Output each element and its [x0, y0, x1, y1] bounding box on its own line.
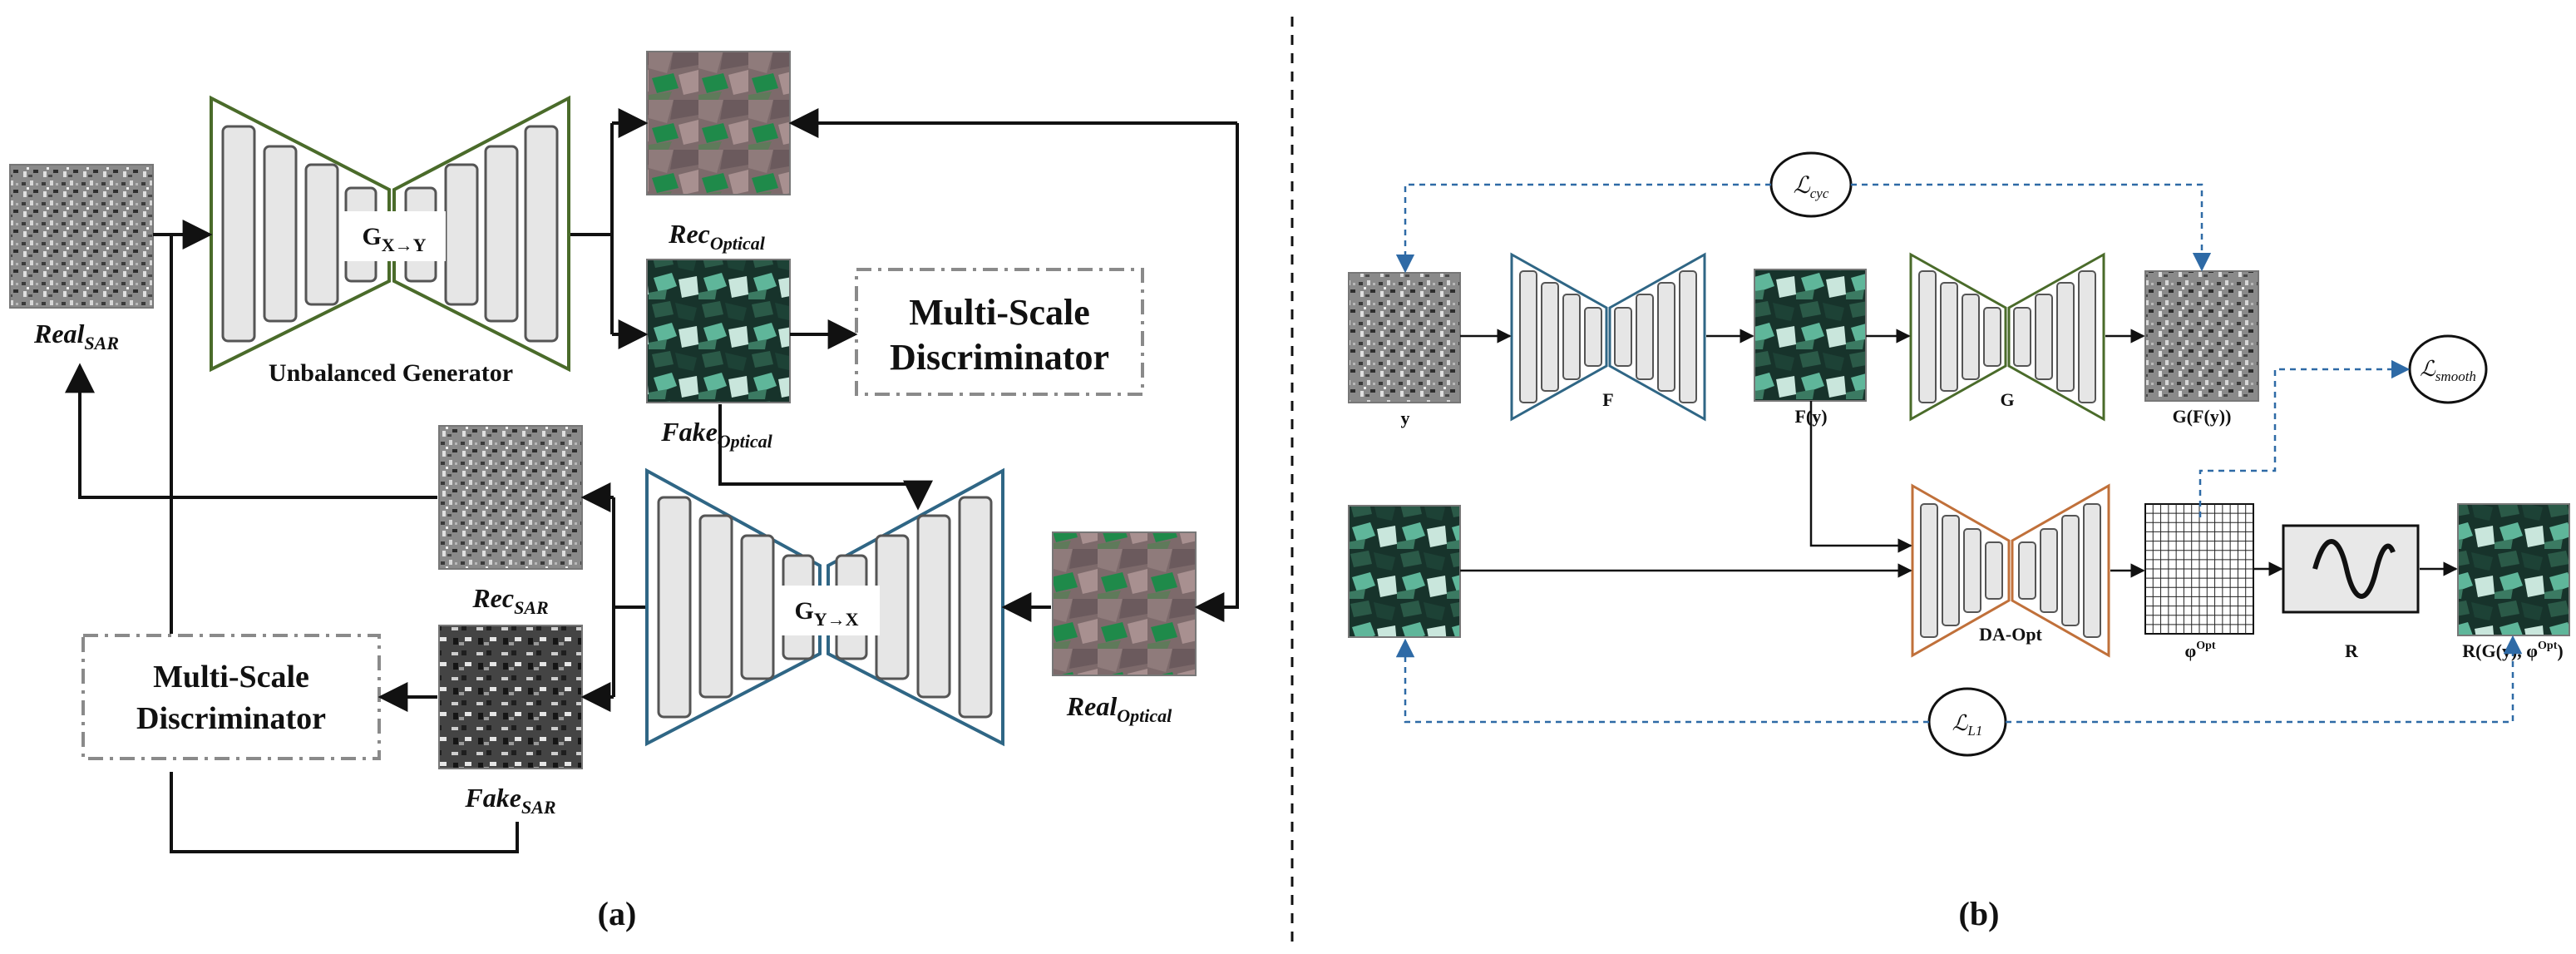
real-optical-label: RealOptical	[1066, 691, 1172, 726]
loss-cyc-circle	[1769, 151, 1853, 218]
rec-optical-label: RecOptical	[668, 219, 766, 254]
unbalanced-generator-label: Unbalanced Generator	[269, 359, 513, 387]
phi-grid	[2144, 503, 2254, 635]
y-image	[1348, 272, 1461, 403]
phi-label: φOpt	[2184, 640, 2215, 661]
fake-optical-label: FakeOptical	[660, 417, 772, 452]
loss-cyc-label: ℒcyc	[1794, 173, 1829, 201]
real-sar-label: RealSAR	[33, 319, 119, 353]
discriminator-bottom	[81, 634, 381, 760]
loss-smooth-label: ℒsmooth	[2420, 357, 2476, 384]
panel-b-loss-connectors	[1395, 183, 2523, 724]
gfy-image	[2144, 270, 2259, 402]
rg-label: R(G(y), φOpt)	[2462, 640, 2563, 661]
discriminator-top-line1: Multi-Scale	[909, 292, 1090, 333]
fake-sar-image	[438, 625, 583, 769]
caption-b: (b)	[1959, 895, 2000, 932]
r-label: R	[2345, 640, 2359, 661]
discriminator-bottom-line2: Discriminator	[136, 701, 326, 736]
generator-xy: GX→Y	[210, 95, 570, 373]
r-box	[2282, 524, 2420, 614]
generator-xy-label: GX→Y	[362, 223, 426, 255]
panel-a-connectors	[65, 108, 1239, 853]
network-da-opt	[1911, 483, 2110, 658]
gfy-label: G(F(y))	[2173, 406, 2232, 427]
rec-optical-image	[646, 51, 791, 195]
caption-a: (a)	[598, 895, 637, 932]
rg-image	[2457, 503, 2570, 636]
generator-yx-label: GY→X	[794, 597, 858, 630]
fake-sar-label: FakeSAR	[464, 783, 555, 818]
loss-l1-label: ℒL1	[1952, 711, 1983, 739]
discriminator-bottom-line1: Multi-Scale	[153, 660, 309, 694]
fy-image	[1754, 269, 1867, 402]
g-label: G	[2000, 389, 2014, 410]
f-label: F	[1602, 389, 1613, 410]
y-label: y	[1401, 408, 1410, 428]
rec-sar-label: RecSAR	[471, 583, 548, 618]
network-g	[1909, 252, 2105, 422]
panel-b-connectors	[1460, 329, 2458, 578]
network-f	[1510, 252, 1706, 422]
fake-optical-image	[646, 259, 791, 403]
x-image	[1348, 505, 1461, 638]
sine-wave-icon	[2312, 539, 2396, 599]
real-sar-image	[9, 164, 154, 309]
real-optical-image	[1052, 531, 1197, 676]
discriminator-top	[855, 268, 1144, 396]
generator-yx: GY→X	[645, 467, 1004, 747]
discriminator-top-line2: Discriminator	[890, 337, 1109, 378]
da-opt-label: DA-Opt	[1979, 624, 2042, 645]
rec-sar-image	[438, 425, 583, 570]
